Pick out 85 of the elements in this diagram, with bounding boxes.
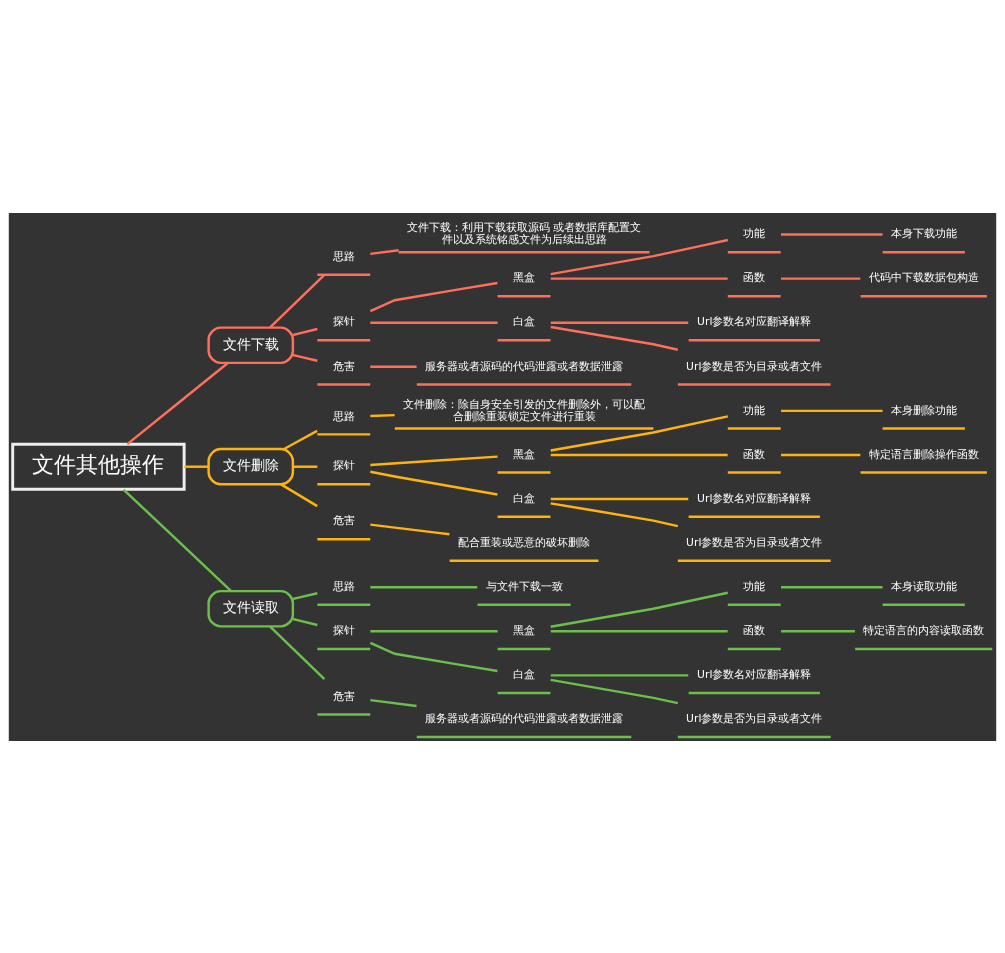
connector xyxy=(370,413,395,417)
connector xyxy=(292,353,318,362)
node-text: 文件下载：利用下载获取源码 或者数据库配置文件以及系统铭感文件为后续出思路 xyxy=(406,220,642,246)
node-text: 危害 xyxy=(332,359,355,373)
node-text: Url参数是否为目录或者文件 xyxy=(686,711,823,725)
node-text: 文件删除：除自身安全引发的文件删除外，可以配合删除重装锁定文件进行重装 xyxy=(403,397,646,422)
node-box: 文件读取 xyxy=(207,589,295,628)
node-text: 黑盒 xyxy=(513,447,536,461)
connector xyxy=(369,281,498,312)
connector xyxy=(370,365,417,368)
node-text: 函数 xyxy=(743,447,766,461)
node-text: 思路 xyxy=(332,579,355,593)
connector xyxy=(126,361,229,445)
node-text: 探针 xyxy=(332,314,355,328)
connector xyxy=(781,409,883,412)
connector xyxy=(370,454,498,466)
node-text: 代码中下载数据包构造 xyxy=(868,270,979,284)
node-text: 思路 xyxy=(332,249,355,263)
connector xyxy=(781,453,861,456)
node-text: Url参数名对应翻译解释 xyxy=(697,491,812,505)
connector xyxy=(781,232,883,236)
node-text: 危害 xyxy=(332,689,355,703)
node-text: 函数 xyxy=(743,270,766,284)
connector xyxy=(292,327,318,336)
node-text: 白盒 xyxy=(513,491,536,505)
node-text: 本身读取功能 xyxy=(890,579,957,593)
node-text: 特定语言的内容读取函数 xyxy=(863,623,985,637)
node-text: 危害 xyxy=(332,513,355,527)
connector xyxy=(292,617,318,626)
connector xyxy=(370,698,417,707)
connector xyxy=(550,497,689,500)
connector xyxy=(550,678,679,704)
node-text: 黑盒 xyxy=(513,623,536,637)
node-text: Url参数名对应翻译解释 xyxy=(697,314,812,328)
connector xyxy=(550,629,728,632)
connector xyxy=(370,522,450,535)
connector xyxy=(269,625,326,680)
node-text: 思路 xyxy=(332,409,355,422)
node-box: 文件删除 xyxy=(207,447,295,486)
connector xyxy=(550,325,679,351)
node-text: 白盒 xyxy=(513,314,536,328)
connector xyxy=(370,585,478,588)
connector xyxy=(269,273,326,328)
node-text: 与文件下载一致 xyxy=(485,579,563,593)
connector xyxy=(550,591,729,628)
connector xyxy=(370,321,498,324)
connector xyxy=(550,673,689,677)
node-box: 文件其他操作 xyxy=(11,442,186,491)
connector xyxy=(550,501,679,527)
connector xyxy=(550,414,729,452)
node-text: 本身下载功能 xyxy=(890,226,957,240)
node-text: 服务器或者源码的代码泄露或者数据泄露 xyxy=(425,359,624,373)
connector xyxy=(550,238,729,275)
connector xyxy=(550,276,728,280)
connector xyxy=(550,321,689,324)
node-text: 配合重装或恶意的破坏删除 xyxy=(458,535,591,549)
node-text: 白盒 xyxy=(513,667,536,681)
node-box: 文件下载 xyxy=(207,325,295,364)
connector xyxy=(122,488,232,592)
node-text: 服务器或者源码的代码泄露或者数据泄露 xyxy=(425,711,624,725)
node-text: Url参数是否为目录或者文件 xyxy=(686,535,823,549)
node-text: 函数 xyxy=(743,623,766,637)
node-text: 黑盒 xyxy=(513,270,536,284)
connector xyxy=(184,465,209,468)
node-text: 特定语言删除操作函数 xyxy=(868,447,979,461)
connector xyxy=(781,629,855,632)
node-text: 探针 xyxy=(332,458,355,472)
connector xyxy=(370,248,399,255)
connector xyxy=(370,470,498,496)
connector xyxy=(280,482,318,507)
connector xyxy=(550,453,728,456)
connector xyxy=(781,585,883,588)
connector xyxy=(369,641,498,672)
connector xyxy=(370,629,498,632)
node-text: 功能 xyxy=(743,403,766,417)
connector xyxy=(293,465,318,468)
connector xyxy=(781,276,861,280)
node-text: Url参数是否为目录或者文件 xyxy=(686,359,823,373)
node-text: 功能 xyxy=(743,579,766,593)
node-text: 功能 xyxy=(743,226,766,240)
connector xyxy=(292,591,318,600)
node-text: 本身删除功能 xyxy=(890,403,957,417)
node-text: Url参数名对应翻译解释 xyxy=(697,667,812,681)
connector xyxy=(283,429,318,450)
node-text: 探针 xyxy=(332,623,355,637)
